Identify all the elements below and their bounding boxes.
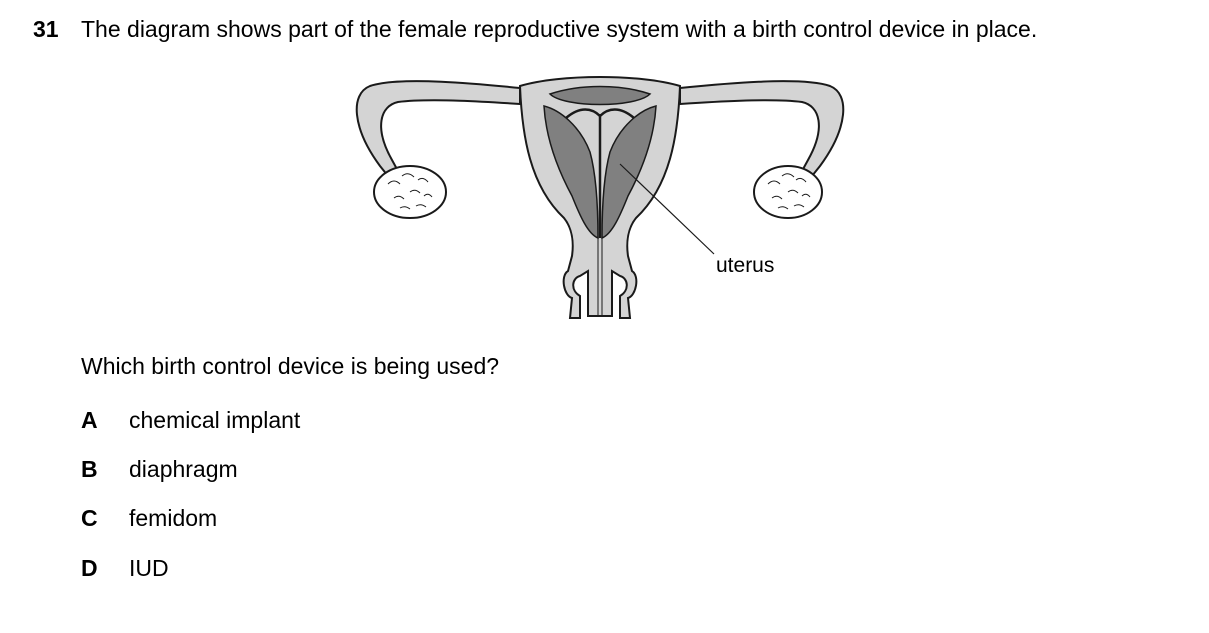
right-oviduct xyxy=(679,80,845,178)
question-number: 31 xyxy=(33,16,59,42)
option-letter: C xyxy=(81,505,98,531)
option-letter: B xyxy=(81,456,98,482)
uterus-lining-left xyxy=(543,105,599,240)
left-oviduct xyxy=(355,80,521,178)
option-text: diaphragm xyxy=(129,456,238,482)
left-ovary xyxy=(373,165,447,219)
option-text: IUD xyxy=(129,555,169,581)
option-text: femidom xyxy=(129,505,218,531)
right-ovary xyxy=(753,165,823,219)
iud-device xyxy=(565,108,635,316)
uterus-label-line xyxy=(619,163,715,255)
reproductive-system-diagram: uterus xyxy=(340,66,860,328)
option-d[interactable]: D IUD xyxy=(81,553,169,583)
uterus-label: uterus xyxy=(716,254,774,277)
uterus-fundus xyxy=(548,85,652,106)
option-letter: A xyxy=(81,407,98,433)
question-stem: The diagram shows part of the female rep… xyxy=(81,16,1038,42)
option-text: chemical implant xyxy=(129,407,301,433)
question-prompt: Which birth control device is being used… xyxy=(81,353,500,379)
option-letter: D xyxy=(81,555,98,581)
